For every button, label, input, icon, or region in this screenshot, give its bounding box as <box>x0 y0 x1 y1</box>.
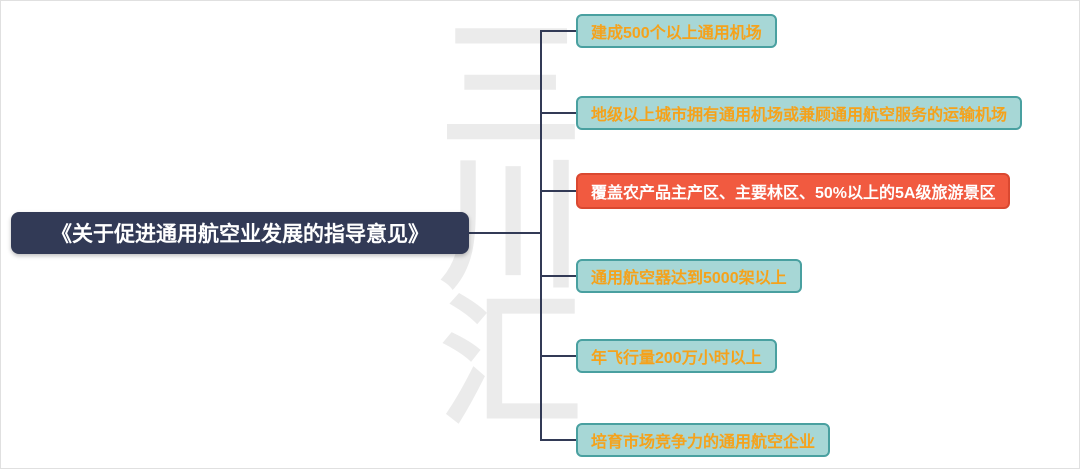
branch-connector-line <box>541 355 576 357</box>
branch-node-flight-hours: 年飞行量200万小时以上 <box>576 339 777 373</box>
branch-node-enterprises: 培育市场竞争力的通用航空企业 <box>576 423 831 457</box>
branch-connector-line <box>541 30 576 32</box>
root-connector-line <box>467 232 541 234</box>
branch-node-area-coverage: 覆盖农产品主产区、主要林区、50%以上的5A级旅游景区 <box>576 173 1011 209</box>
branch-connector-line <box>541 190 576 192</box>
branch-node-city-coverage: 地级以上城市拥有通用机场或兼顾通用航空服务的运输机场 <box>576 96 1023 130</box>
root-node: 《关于促进通用航空业发展的指导意见》 <box>11 212 469 254</box>
branch-connector-line <box>541 275 576 277</box>
watermark-char: 三 <box>440 8 582 167</box>
branch-node-general-airports: 建成500个以上通用机场 <box>576 14 777 48</box>
trunk-line <box>540 30 542 441</box>
watermark-char: 汇 <box>440 284 582 443</box>
branch-connector-line <box>541 112 576 114</box>
branch-connector-line <box>541 439 576 441</box>
branch-node-aircraft-count: 通用航空器达到5000架以上 <box>576 259 802 293</box>
